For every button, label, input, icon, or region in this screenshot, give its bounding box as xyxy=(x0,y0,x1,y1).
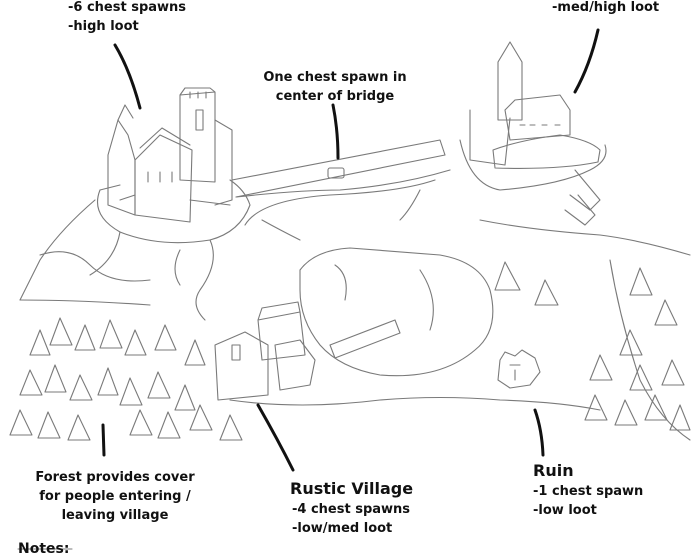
village-line-1: -4 chest spawns xyxy=(292,502,411,517)
village-houses xyxy=(214,301,316,401)
ruin-label: Ruin -1 chest spawn -low loot xyxy=(533,460,643,520)
pointer-forest xyxy=(101,423,106,457)
central-island xyxy=(299,247,494,377)
right-castle-line-1: -med/high loot xyxy=(552,0,660,15)
left-castle-line-1: -6 chest spawns xyxy=(68,0,187,15)
forest-label: Forest provides cover for people enterin… xyxy=(30,468,200,525)
village-label: Rustic Village -4 chest spawns -low/med … xyxy=(290,478,413,538)
bridge-line-1: One chest spawn in xyxy=(263,70,407,85)
bridge xyxy=(231,139,451,241)
forest-line-3: leaving village xyxy=(61,508,169,523)
pointer-left-castle xyxy=(113,43,142,110)
bridge-line-2: center of bridge xyxy=(275,89,395,104)
pointer-right-castle xyxy=(573,28,600,94)
right-castle xyxy=(459,41,607,226)
bridge-label: One chest spawn in center of bridge xyxy=(255,68,415,106)
forest-line-2: for people entering / xyxy=(39,489,191,504)
left-castle xyxy=(107,87,233,223)
left-castle-line-2: -high loot xyxy=(68,19,139,34)
village-line-2: -low/med loot xyxy=(292,521,393,536)
left-cliff xyxy=(96,179,251,244)
trees-right xyxy=(494,261,691,431)
pointer-bridge xyxy=(331,103,340,160)
pointer-ruin xyxy=(533,408,545,457)
right-castle-label: -med/high loot xyxy=(552,0,659,17)
pointer-village xyxy=(256,403,295,472)
ruin-line-1: -1 chest spawn xyxy=(533,484,644,499)
ruin-title: Ruin xyxy=(533,461,574,480)
left-castle-label: -6 chest spawns -high loot xyxy=(68,0,186,36)
forest-line-1: Forest provides cover xyxy=(35,470,195,485)
village-title: Rustic Village xyxy=(290,479,414,498)
ruin xyxy=(497,349,541,389)
trees-left xyxy=(9,317,243,441)
ruin-line-2: -low loot xyxy=(533,503,597,518)
